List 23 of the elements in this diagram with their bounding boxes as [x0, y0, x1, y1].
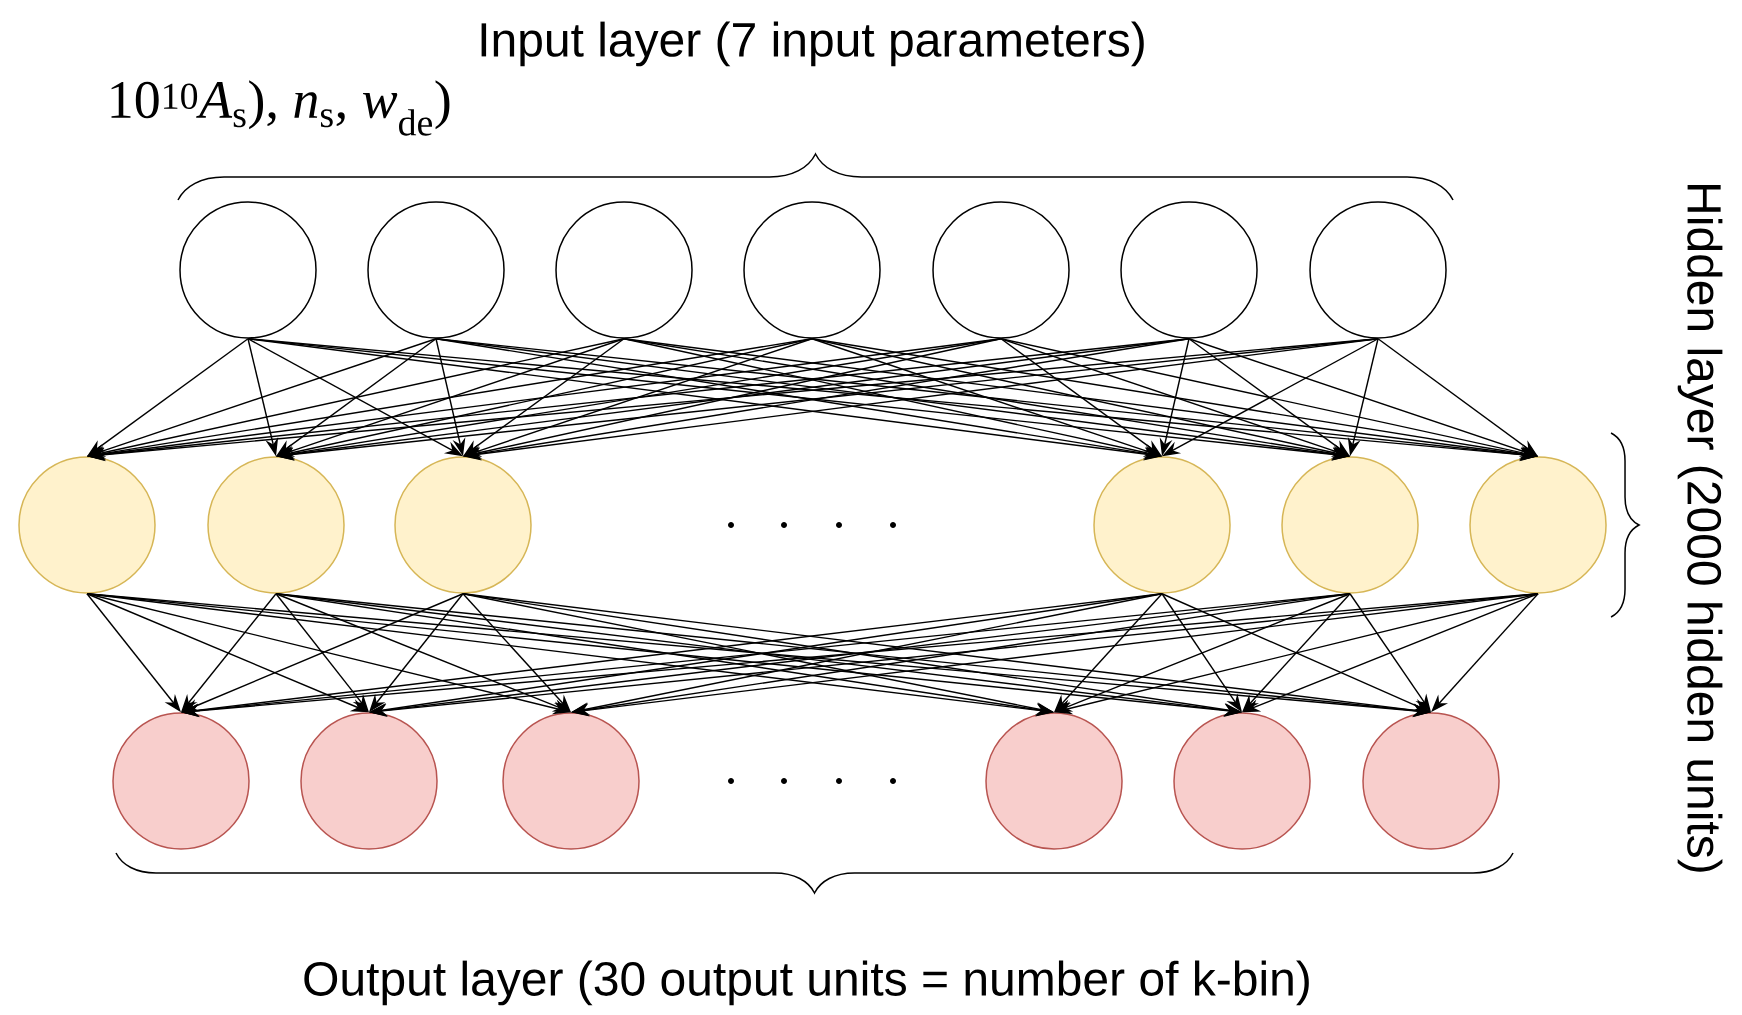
hidden-node-circle	[1469, 456, 1607, 594]
output-node-circle	[502, 712, 640, 850]
output-node-circle	[300, 712, 438, 850]
input-node-circle	[932, 201, 1070, 339]
parameter-formula: 10$^{10}$A$_{s}$), n$_{s}$, w$_{de}$)	[111, 80, 450, 136]
hidden-node-circle	[1093, 456, 1231, 594]
hidden-node-circle	[1281, 456, 1419, 594]
input-node-circle	[1309, 201, 1447, 339]
output-node-circle	[112, 712, 250, 850]
layer-label: Input layer (7 input parameters)	[481, 21, 1144, 67]
output-node-circle	[985, 712, 1123, 850]
input-node-circle	[555, 201, 693, 339]
hidden-node-circle	[394, 456, 532, 594]
input-node-circle	[179, 201, 317, 339]
layer-label: Hidden layer (2000 hidden units)	[1677, 185, 1723, 872]
output-node-circle	[1173, 712, 1311, 850]
input-node-circle	[743, 201, 881, 339]
input-node-circle	[367, 201, 505, 339]
output-node-circle	[1362, 712, 1500, 850]
hidden-node-circle	[18, 456, 156, 594]
input-node-circle	[1120, 201, 1258, 339]
hidden-node-circle	[207, 456, 345, 594]
layer-label: Output layer (30 output units = number of k-bin)	[304, 960, 1309, 1006]
